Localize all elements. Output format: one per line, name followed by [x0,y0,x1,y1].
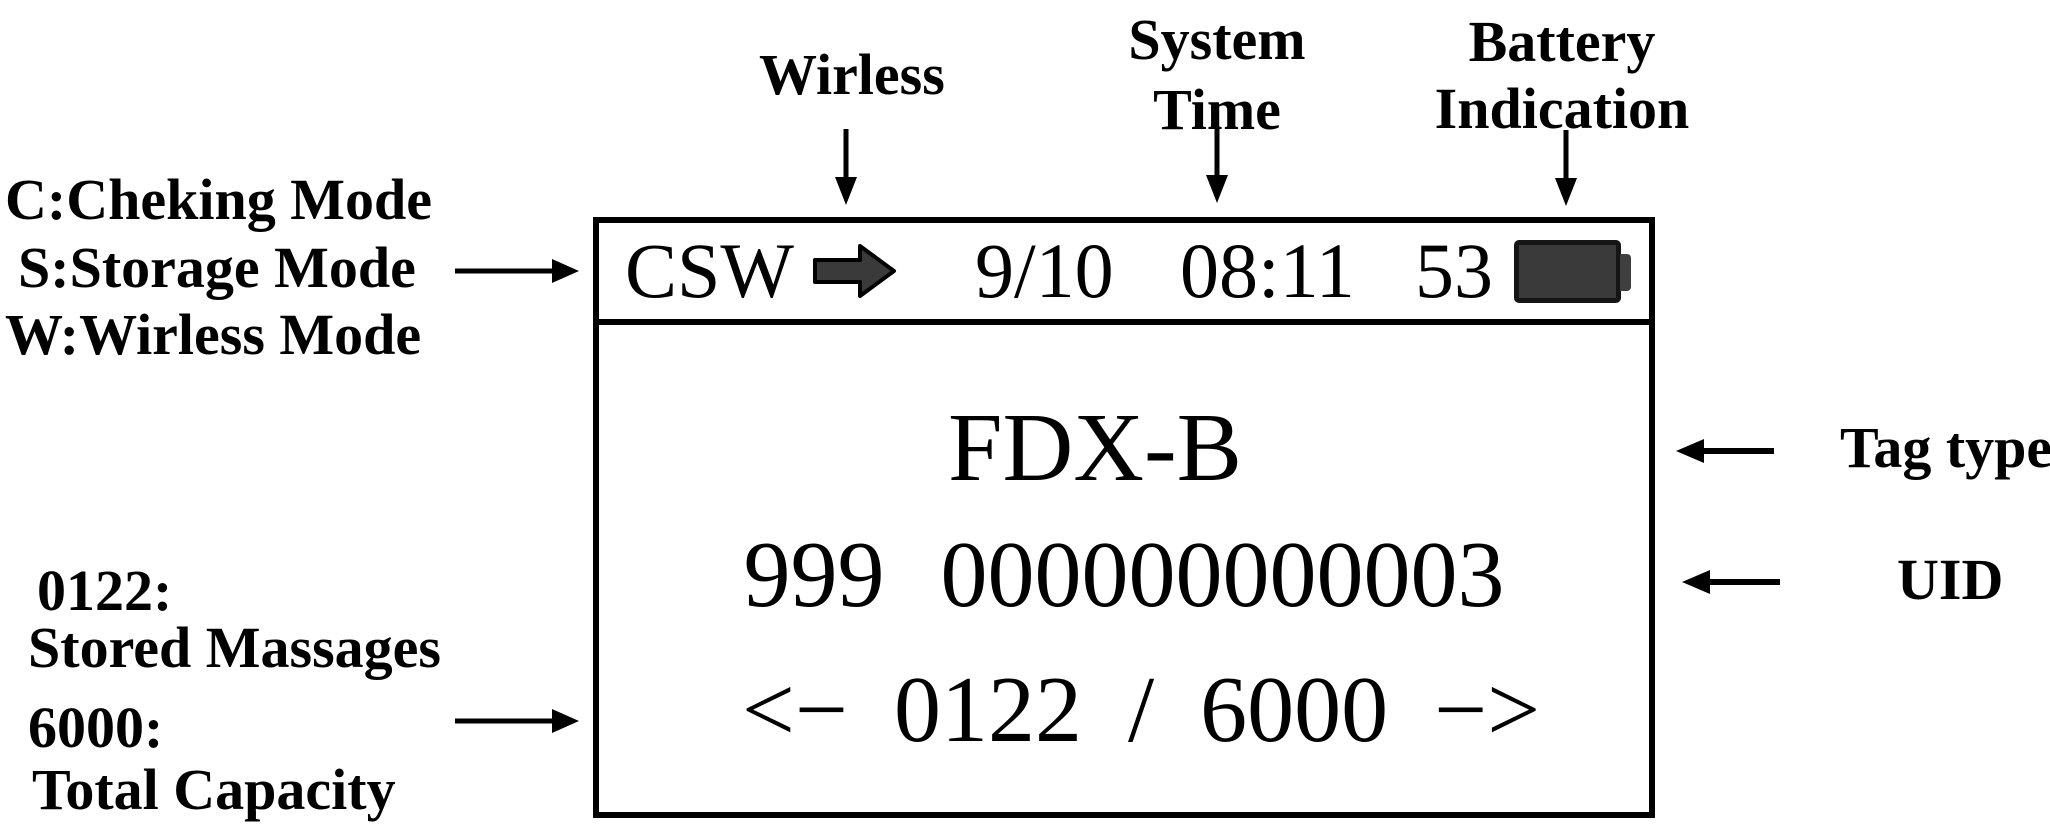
status-mode-flags: CSW [625,227,795,314]
total-capacity-label: Total Capacity [32,757,396,822]
status-battery-percent: 53 [1415,227,1493,314]
system-time-pointer-down-arrow-icon [1206,127,1228,203]
mode-annotation-line3: W:Wirless Mode [5,302,422,367]
wireless-pointer-down-arrow-icon [835,129,857,205]
total-capacity-value: 6000: [28,695,164,760]
tag-type-pointer-left-arrow-icon [1676,439,1774,463]
battery-indication-line1: Battery [1468,9,1656,74]
display-tag-type: FDX-B [947,394,1243,502]
uid-annotation-label: UID [1897,547,2004,612]
status-date: 9/10 [975,227,1114,314]
uid-pointer-left-arrow-icon [1682,570,1780,594]
battery-pointer-down-arrow-icon [1555,130,1577,206]
status-time: 08:11 [1180,227,1355,314]
mode-annotation-line1: C:Cheking Mode [5,167,432,232]
uid-prefix: 999 [743,523,885,627]
tag-type-annotation-label: Tag type [1840,415,2050,480]
battery-nub [1620,254,1631,291]
battery-icon [1514,240,1631,303]
status-bar: CSW 9/10 08:11 53 [599,223,1649,325]
lcd-display: CSW 9/10 08:11 53 FDX-B 999 000000000003… [593,217,1655,818]
stored-messages-label: Stored Massages [28,615,441,680]
wireless-annotation-label: Wirless [759,42,945,107]
stored-count: 0122 [893,658,1082,762]
wireless-transmit-arrow-icon [813,244,896,298]
display-record-counter: <− 0122 / 6000 −> [616,662,1666,758]
mode-annotation-line2: S:Storage Mode [18,235,416,300]
battery-indication-line2: Indication [1434,76,1690,141]
uid-number: 000000000003 [940,523,1505,627]
battery-indication-annotation-label: Battery Indication [1382,8,1742,142]
total-capacity-count: 6000 [1200,658,1389,762]
prev-record-arrow: <− [741,658,848,762]
stored-messages-value: 0122: [37,558,173,623]
system-time-annotation-label: System Time [1067,5,1367,145]
system-time-line1: System [1128,7,1306,72]
counter-separator: / [1127,658,1155,762]
modes-pointer-right-arrow-icon [455,259,579,283]
counter-pointer-right-arrow-icon [455,709,579,733]
next-record-arrow: −> [1434,658,1541,762]
display-uid: 999 000000000003 [599,527,1649,623]
